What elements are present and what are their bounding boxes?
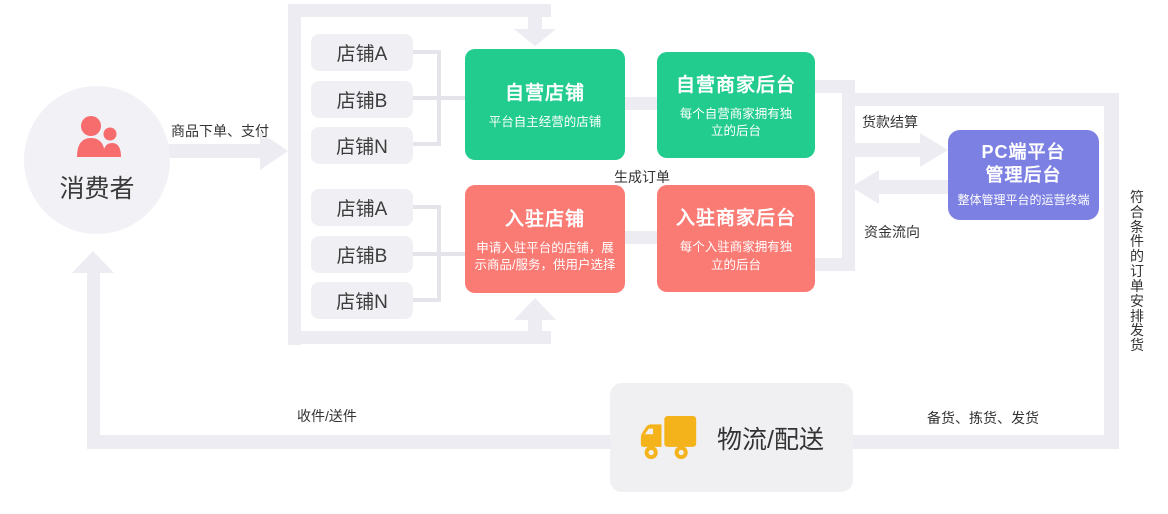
connector-settled-shop-into-store — [441, 252, 466, 256]
flow-path-backend-junction — [842, 80, 855, 271]
connector-self-shop-into-store — [441, 96, 466, 100]
self-store-title: 自营店铺 — [504, 82, 585, 104]
connector-self-shop-a — [413, 50, 441, 54]
flow-path-settlement — [855, 143, 920, 157]
connector-self-shop-trunk — [437, 50, 441, 146]
label-settlement: 货款结算 — [862, 114, 918, 130]
flow-arrowhead-order-pay — [260, 132, 288, 170]
pc-admin-subtitle: 整体管理平台的运营终端 — [957, 193, 1090, 208]
label-receive-send: 收件/送件 — [297, 408, 357, 424]
settled-merchant-backend-node: 入驻商家后台 每个入驻商家拥有独立的后台 — [657, 185, 815, 292]
flow-arrowhead-settlement — [920, 133, 948, 167]
label-order-pay: 商品下单、支付 — [171, 123, 269, 139]
pc-admin-title-line2: 管理后台 — [985, 164, 1062, 185]
flow-path-bottom-right — [853, 435, 1104, 449]
label-prepare-pick-ship: 备货、拣货、发货 — [927, 410, 1039, 426]
connector-settled-shop-b — [413, 252, 441, 256]
label-capital-flow: 资金流向 — [864, 224, 920, 240]
self-store-node: 自营店铺 平台自主经营的店铺 — [465, 49, 625, 160]
logistics-node: 物流/配送 — [610, 383, 853, 492]
connector-settled-shop-trunk — [437, 205, 441, 302]
label-qualified-orders: 符合条件的订单安排发货 — [1130, 189, 1144, 354]
flow-path-bracket-bottom — [288, 331, 551, 344]
self-shop-b: 店铺B — [311, 81, 413, 118]
self-shop-n: 店铺N — [311, 127, 413, 164]
settled-shop-n: 店铺N — [311, 282, 413, 319]
self-merchant-backend-title: 自营商家后台 — [675, 74, 796, 96]
consumer-label: 消费者 — [59, 175, 135, 203]
flow-arrowhead-capital-flow — [851, 170, 879, 204]
flow-path-bottom-left — [87, 435, 610, 449]
settled-shop-b: 店铺B — [311, 236, 413, 273]
connector-self-shop-b — [413, 96, 441, 100]
settled-merchant-backend-subtitle: 每个入驻商家拥有独立的后台 — [679, 240, 793, 272]
flow-arrowhead-into-settled-store — [514, 298, 556, 320]
self-merchant-backend-subtitle: 每个自营商家拥有独立的后台 — [679, 106, 793, 138]
connector-settled-shop-a — [413, 205, 441, 209]
settled-store-subtitle: 申请入驻平台的店铺，展示商品/服务，供用户选择 — [474, 240, 616, 272]
connector-settled-shop-n — [413, 298, 441, 302]
pc-admin-node: PC端平台 管理后台 整体管理平台的运营终端 — [948, 130, 1099, 220]
settled-store-node: 入驻店铺 申请入驻平台的店铺，展示商品/服务，供用户选择 — [465, 185, 625, 293]
flow-path-capital-flow — [879, 180, 948, 194]
truck-icon — [640, 415, 697, 460]
flow-path-order-pay — [158, 144, 260, 158]
connector-settled-store-backend — [625, 231, 657, 244]
logistics-label: 物流/配送 — [717, 425, 824, 454]
settled-store-title: 入驻店铺 — [504, 208, 585, 230]
label-generate-order: 生成订单 — [614, 169, 670, 185]
consumer-node: 消费者 — [24, 86, 170, 234]
connector-self-shop-n — [413, 142, 441, 146]
self-merchant-backend-node: 自营商家后台 每个自营商家拥有独立的后台 — [657, 52, 815, 158]
flow-arrowhead-into-self-store — [514, 29, 556, 46]
self-store-subtitle: 平台自主经营的店铺 — [488, 114, 602, 129]
connector-self-store-backend — [621, 97, 657, 110]
settled-shop-a: 店铺A — [311, 189, 413, 226]
flow-path-bracket-top-stub — [528, 16, 542, 30]
flow-path-top-right — [842, 93, 1119, 106]
self-shop-a: 店铺A — [311, 34, 413, 71]
flow-arrowhead-into-consumer — [72, 251, 114, 273]
flow-path-bracket-bottom-stub — [528, 316, 542, 332]
flow-path-left-vertical — [87, 273, 100, 449]
settled-merchant-backend-title: 入驻商家后台 — [675, 208, 796, 230]
users-icon — [77, 116, 121, 157]
flow-path-bracket-left — [288, 4, 301, 345]
pc-admin-title-line1: PC端平台 — [981, 142, 1066, 163]
flow-path-right-vertical — [1104, 93, 1119, 449]
flow-path-bracket-top — [288, 4, 551, 17]
